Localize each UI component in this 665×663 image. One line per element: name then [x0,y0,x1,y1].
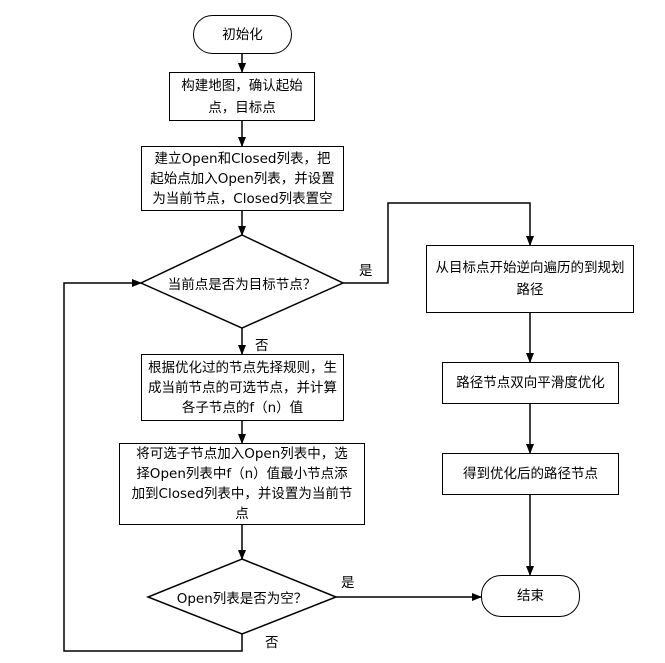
decision-is-goal [139,234,345,329]
process-init-lists: 建立Open和Closed列表，把起始点加入Open列表，并设置为当前节点，Cl… [141,146,344,211]
label-empty-no: 否 [265,635,279,651]
process-trace-back: 从目标点开始逆向遍历的到规划路径 [426,245,634,313]
process-build-map: 构建地图，确认起始点，目标点 [169,72,315,121]
start-terminal: 初始化 [193,15,292,54]
arrow-goal-yes [343,202,534,284]
decision-open-empty [145,558,339,635]
arrow-empty-no-loop [63,279,243,652]
process-add-open: 将可选子节点加入Open列表中，选择Open列表中f（n）值最小节点添加到Clo… [119,443,365,525]
label-empty-yes: 是 [341,575,355,591]
start-label: 初始化 [222,26,263,43]
process-select-children: 根据优化过的节点先择规则，生成当前节点的可选节点，并计算各子节点的f（n）值 [141,354,344,421]
add-open-label: 将可选子节点加入Open列表中，选择Open列表中f（n）值最小节点添加到Clo… [131,446,353,522]
process-smooth: 路径节点双向平滑度优化 [442,362,619,404]
is-goal-text: 当前点是否为目标节点？ [167,277,317,293]
build-map-label: 构建地图，确认起始点，目标点 [181,77,303,116]
open-empty-text: Open列表是否为空？ [176,591,308,607]
label-goal-yes: 是 [359,263,373,279]
process-get-nodes: 得到优化后的路径节点 [442,453,619,495]
init-lists-label: 建立Open和Closed列表，把起始点加入Open列表，并设置为当前节点，Cl… [150,150,335,207]
get-nodes-label: 得到优化后的路径节点 [463,466,598,482]
trace-back-label: 从目标点开始逆向遍历的到规划路径 [435,260,625,298]
end-terminal: 结束 [481,575,580,617]
end-label: 结束 [517,588,544,604]
select-children-label: 根据优化过的节点先择规则，生成当前节点的可选节点，并计算各子节点的f（n）值 [148,359,337,416]
label-goal-no: 否 [255,338,269,354]
smooth-label: 路径节点双向平滑度优化 [456,375,605,391]
